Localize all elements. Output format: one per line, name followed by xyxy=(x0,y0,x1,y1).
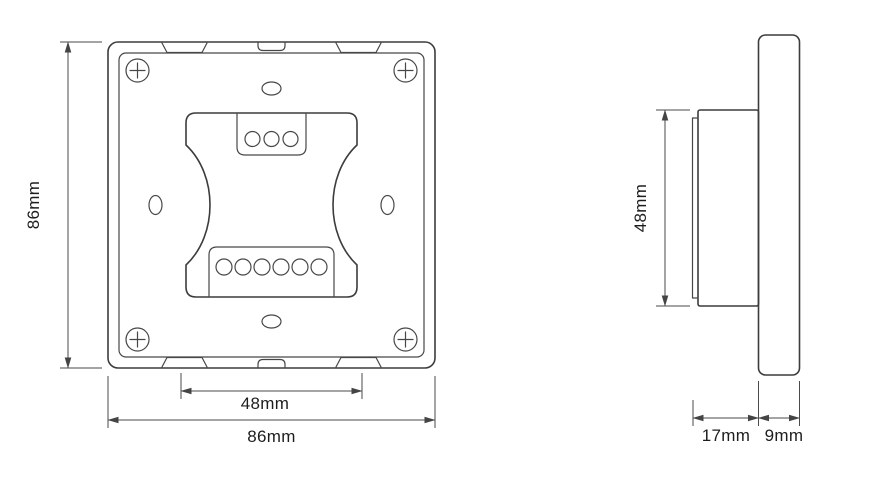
front-inner-width-extension-lines xyxy=(180,373,363,399)
front-dimensions: 86mm 48mm 86mm xyxy=(24,41,436,446)
side-height-extension-lines xyxy=(656,109,690,307)
connector-pins-top xyxy=(244,130,299,148)
front-height-label: 86mm xyxy=(24,181,43,229)
corner-screw-bottom-right-icon xyxy=(393,327,418,352)
front-width-label: 86mm xyxy=(247,427,295,446)
side-depth-extension-lines xyxy=(692,381,800,426)
side-back-box-lip xyxy=(691,117,699,299)
connector-pins-bottom xyxy=(215,258,328,276)
side-height-label: 48mm xyxy=(631,184,650,232)
side-dimensions: 48mm 17mm 9mm xyxy=(631,109,804,445)
slot-left xyxy=(148,194,163,216)
center-clip-top xyxy=(257,42,286,52)
front-inner-frame xyxy=(118,52,425,358)
slot-bottom xyxy=(261,314,282,329)
connector-tab-bottom xyxy=(208,246,335,298)
center-clip-bottom xyxy=(257,358,286,368)
edge-tab-bottom-right xyxy=(335,356,382,368)
corner-screw-top-left-icon xyxy=(125,58,150,83)
corner-screw-bottom-left-icon xyxy=(125,327,150,352)
front-inner-width-label: 48mm xyxy=(241,394,289,413)
side-view xyxy=(691,34,801,376)
side-front-depth-label: 9mm xyxy=(765,426,804,445)
slot-right xyxy=(380,194,395,216)
side-back-depth-label: 17mm xyxy=(702,426,750,445)
front-height-extension-lines xyxy=(60,41,102,369)
slot-top xyxy=(261,81,282,96)
corner-screw-top-right-icon xyxy=(393,58,418,83)
edge-tab-top-right xyxy=(335,42,382,54)
center-opening xyxy=(185,112,358,298)
connector-tab-top xyxy=(236,112,307,156)
front-view xyxy=(107,41,436,369)
edge-tab-bottom-left xyxy=(161,356,208,368)
side-back-box xyxy=(697,109,760,307)
front-outer-frame xyxy=(107,41,436,369)
side-front-plate xyxy=(757,34,801,376)
edge-tab-top-left xyxy=(161,42,208,54)
